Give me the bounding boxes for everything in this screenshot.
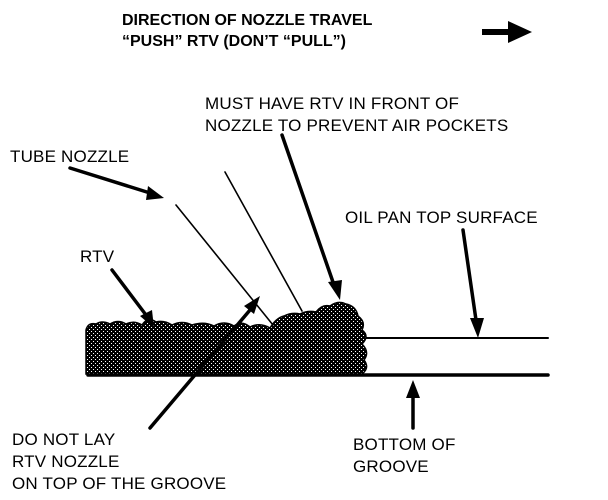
- must-have-rtv-label-2: NOZZLE TO PREVENT AIR POCKETS: [205, 116, 508, 135]
- rtv-leader-arrowhead-icon: [140, 310, 154, 328]
- tube-nozzle-leader-line: [68, 166, 152, 195]
- do-not-lay-label-3: ON TOP OF THE GROOVE: [12, 474, 226, 493]
- rtv-leader-line: [110, 268, 148, 317]
- do-not-lay-label-1: DO NOT LAY: [12, 430, 115, 449]
- do-not-lay-label-2: RTV NOZZLE: [12, 452, 119, 471]
- must-have-leader-arrowhead-icon: [328, 280, 342, 300]
- tube-nozzle-line-2: [224, 171, 303, 312]
- oil-pan-leader-arrowhead-icon: [470, 318, 484, 338]
- do-not-lay-leader-arrowhead-icon: [244, 296, 260, 314]
- tube-nozzle-label: TUBE NOZZLE: [10, 147, 129, 166]
- bottom-of-groove-label-2: GROOVE: [353, 457, 429, 476]
- groove-leader-arrowhead-icon: [406, 380, 420, 398]
- tube-nozzle-line-1: [175, 204, 274, 326]
- do-not-lay-leader-line: [148, 308, 252, 430]
- bottom-of-groove-label-1: BOTTOM OF: [353, 435, 456, 454]
- oil-pan-leader-line: [461, 228, 478, 322]
- rtv-label: RTV: [80, 247, 115, 266]
- oil-pan-label: OIL PAN TOP SURFACE: [345, 208, 538, 227]
- direction-arrow-icon: [482, 21, 532, 43]
- header-direction-text: DIRECTION OF NOZZLE TRAVEL: [122, 12, 373, 29]
- must-have-rtv-label-1: MUST HAVE RTV IN FRONT OF: [205, 94, 459, 113]
- tube-nozzle-leader-arrowhead-icon: [146, 186, 164, 200]
- must-have-leader-line: [280, 133, 336, 287]
- header-push-text: “PUSH” RTV (DON’T “PULL”): [122, 33, 346, 50]
